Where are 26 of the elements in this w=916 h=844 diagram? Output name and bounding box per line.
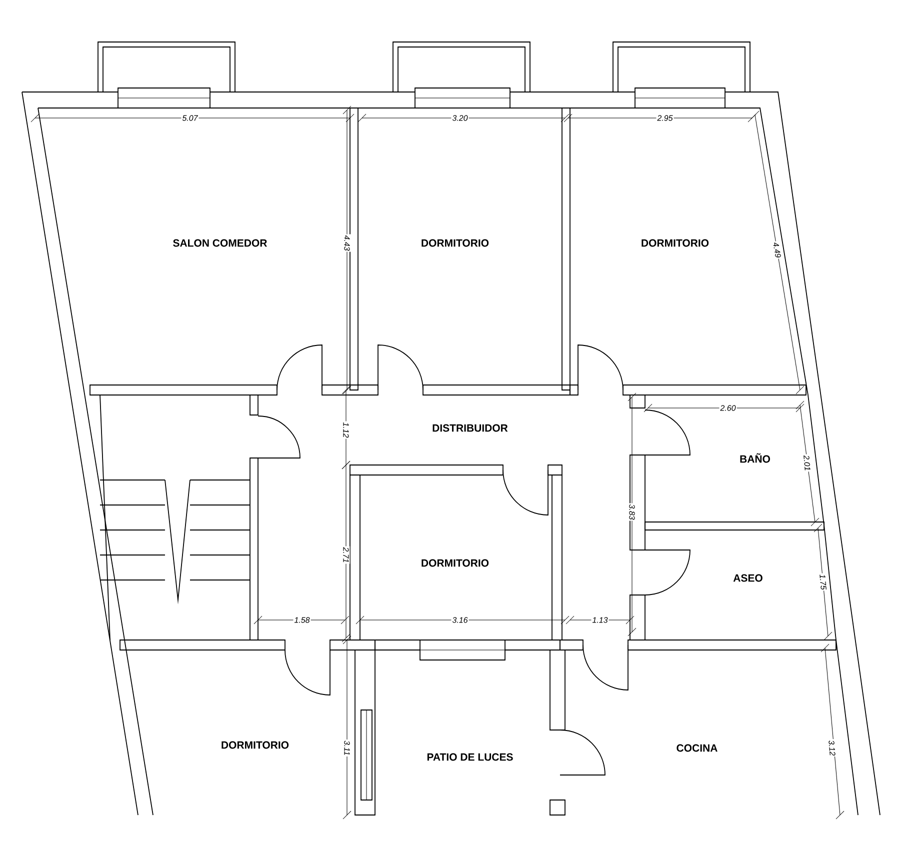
dimension-label: 2.01 [802, 454, 812, 472]
dimension-label: 5.07 [181, 114, 199, 122]
room-label: ASEO [733, 574, 762, 582]
dimension-label: 2.95 [656, 114, 674, 122]
room-label: COCINA [676, 744, 718, 752]
room-label: DORMITORIO [422, 559, 489, 567]
room-label: DORMITORIO [422, 239, 489, 247]
dimension-label: 3.83 [628, 503, 636, 521]
dimension-label: 1.13 [591, 616, 609, 624]
room-label: PATIO DE LUCES [427, 753, 513, 761]
dimension-label: 3.12 [827, 738, 837, 758]
dimension-label: 4.43 [343, 234, 351, 252]
dimension-label: 1.58 [293, 616, 311, 624]
room-label: BAÑO [740, 453, 770, 463]
dimension-label: 3.16 [451, 616, 469, 624]
room-label: DISTRIBUIDOR [432, 424, 508, 432]
dimension-label: 1.12 [342, 421, 350, 439]
room-label: DORMITORIO [642, 239, 709, 247]
dimension-label: 3.20 [451, 114, 469, 122]
room-label: SALON COMEDOR [173, 239, 268, 247]
dimension-label: 1.75 [818, 572, 828, 592]
dimension-label: 3.11 [343, 740, 351, 756]
room-label: DORMITORIO [222, 741, 289, 749]
dimension-label: 4.49 [772, 240, 782, 260]
dimension-label: 2.71 [342, 546, 350, 564]
dimension-label: 2.60 [719, 404, 737, 412]
